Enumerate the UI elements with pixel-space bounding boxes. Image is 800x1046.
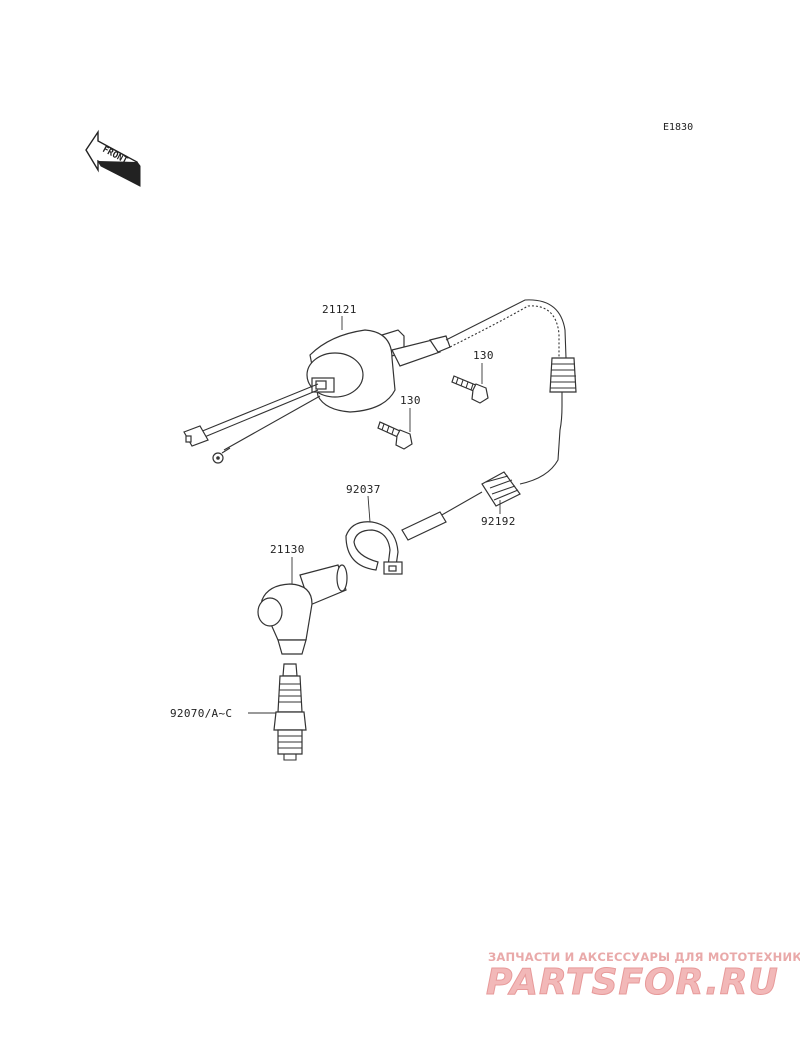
ignition-coil-21121 — [183, 299, 567, 464]
watermark-logo: PARTSFOR.RU — [486, 962, 779, 1004]
seal-boot-upper — [519, 357, 577, 485]
part-label-130-lower: 130 — [400, 394, 421, 407]
spark-plug-92070 — [273, 663, 307, 761]
part-label-21130: 21130 — [270, 543, 305, 556]
leader-92037 — [367, 495, 371, 523]
part-label-92070: 92070/A~C — [170, 707, 232, 720]
seal-boot-92192 — [401, 471, 521, 541]
part-label-92192: 92192 — [481, 515, 516, 528]
plug-cap-21130 — [257, 564, 348, 655]
part-label-130-upper: 130 — [473, 349, 494, 362]
front-arrow-icon: FRONT — [85, 129, 141, 187]
bolt-130-upper — [451, 375, 489, 404]
part-label-92037: 92037 — [346, 483, 381, 496]
part-label-21121: 21121 — [322, 303, 357, 316]
diagram-code: E1830 — [663, 122, 693, 133]
clamp-92037 — [345, 521, 403, 575]
watermark-subtitle: ЗАПЧАСТИ И АКСЕССУАРЫ ДЛЯ МОТОТЕХНИКИ — [488, 950, 800, 964]
bolt-130-lower — [377, 421, 413, 450]
